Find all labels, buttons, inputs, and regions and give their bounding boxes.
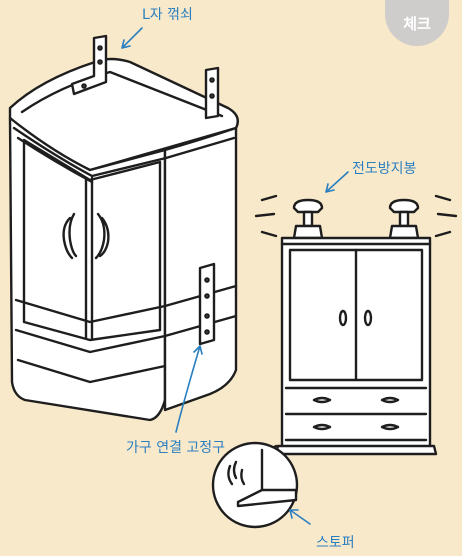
furniture-fixer-bracket [200, 264, 214, 344]
arrow-anti-tip-pole [326, 172, 348, 192]
l-bracket-label: L자 꺾쇠 [142, 4, 193, 24]
anti-tip-pole-left [294, 200, 322, 238]
stopper-magnifier [213, 443, 297, 527]
l-bracket-back [206, 68, 218, 118]
arrow-stopper [290, 510, 310, 524]
anti-tip-pole-right [390, 200, 418, 238]
stopper-label: 스토퍼 [316, 532, 355, 552]
left-wardrobe [10, 36, 238, 420]
anti-tip-pole-label: 전도방지봉 [352, 158, 416, 178]
right-cabinet [256, 196, 456, 454]
arrow-l-bracket [122, 28, 142, 48]
furniture-fixer-label: 가구 연결 고정구 [126, 437, 225, 457]
